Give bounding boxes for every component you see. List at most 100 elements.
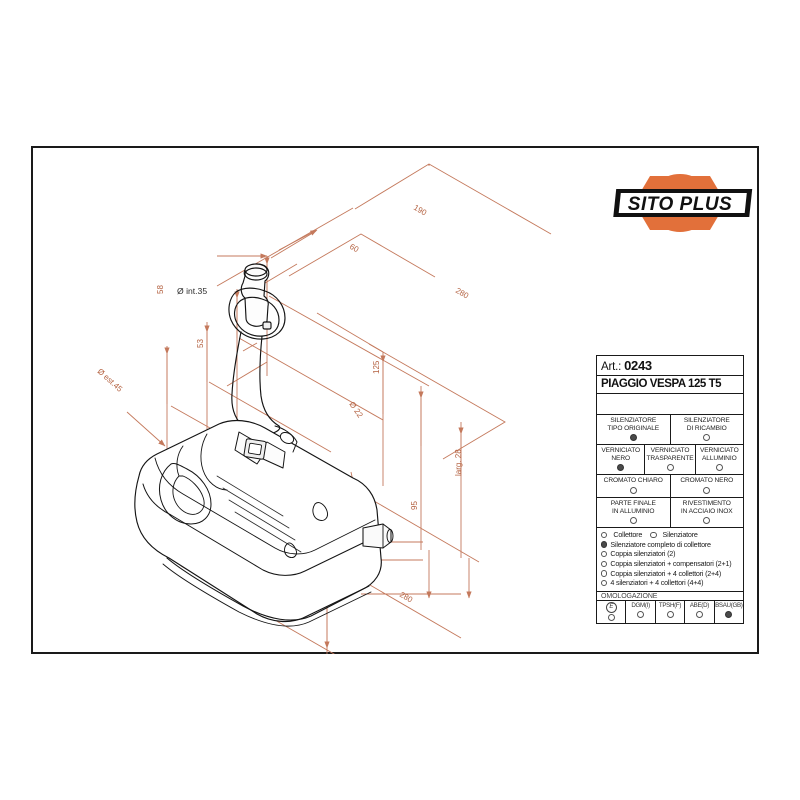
option-silenziatore-completo-di-collettore[interactable]: Silenziatore completo di collettore [601,540,740,550]
omologazione-abe-d[interactable]: ABE(D) [685,599,715,623]
radio-omologazione-tpsh-f[interactable] [666,610,674,618]
option-coppia-silenziatori-compensatori[interactable]: Coppia silenziatori + compensatori (2+1) [601,559,740,569]
omologazione-e[interactable]: E [597,599,627,623]
dim-label-280-upper: 280 [454,286,471,301]
option-verniciato-alluminio[interactable]: VERNICIATO ALLUMINIO [696,445,743,474]
sito-plus-logo: SITO PLUS [598,172,762,234]
spec-row-finish: VERNICIATO NERO VERNICIATO TRASPARENTE V… [597,445,743,476]
radio-verniciato-nero[interactable] [617,464,625,472]
spec-row-material: PARTE FINALE IN ALLUMINIO RIVESTIMENTO I… [597,497,744,529]
logo-text: SITO PLUS [628,194,732,215]
omologazione-tpsh-f[interactable]: TPSH(F) [655,599,686,623]
spec-table: Art.: 0243 PIAGGIO VESPA 125 T5 SILENZIA… [596,355,744,624]
option-collettore[interactable]: Collettore [601,530,642,540]
radio-coppia-silenziatori-4-collettori[interactable] [601,570,608,577]
option-silenziatore[interactable]: Silenziatore [650,530,698,540]
omologazione-dgm-i[interactable]: DGM(I) [626,599,656,623]
dim-label-larg-28: larg. 28 [454,449,463,476]
radio-silenziatore[interactable] [650,531,657,539]
radio-omologazione-abe-d[interactable] [695,610,703,618]
option-rivestimento-in-acciaio-inox[interactable]: RIVESTIMENTO IN ACCIAIO INOX [671,498,744,527]
omologazione-label: BSAU(GB) [715,601,743,609]
radio-silenziatore-tipo-originale[interactable] [629,434,637,442]
dim-label-125: 125 [372,360,381,374]
label-line-2: DI RICAMBIO [686,424,727,432]
radio-silenziatore-di-ricambio[interactable] [703,434,711,442]
option-verniciato-trasparente[interactable]: VERNICIATO TRASPARENTE [645,445,696,475]
article-cell: Art.: 0243 [597,356,743,375]
label-line-2: NERO [611,454,631,462]
radio-silenziatore-completo-di-collettore[interactable] [601,541,608,548]
radio-verniciato-alluminio[interactable] [715,464,723,472]
model-name: PIAGGIO VESPA 125 T5 [601,378,722,390]
option-label: 4 silenziatori + 4 collettori (4+4) [610,578,704,588]
omologazione-label: ABE(D) [689,601,709,609]
spec-row-options: Collettore Silenziatore Silenziatore com… [597,528,743,592]
radio-omologazione-bsau-gb[interactable] [725,610,733,618]
muffler-illustration [134,263,394,627]
label-line-1: CROMATO NERO [680,477,734,485]
label-line-1: VERNICIATO [699,447,739,455]
technical-drawing: Ø int.35 190 60 58 53 280 125 Ø 22 Ø est… [96,163,552,654]
spec-row-model: PIAGGIO VESPA 125 T5 [597,376,743,394]
option-coppia-silenziatori-2[interactable]: Coppia silenziatori (2) [601,549,740,559]
spec-row-type: SILENZIATORE TIPO ORIGINALE SILENZIATORE… [597,415,744,446]
spec-row-article: Art.: 0243 [597,356,743,376]
option-cromato-chiaro[interactable]: CROMATO CHIARO [597,475,671,497]
radio-verniciato-trasparente[interactable] [666,464,674,472]
article-label: Art.: [601,361,622,373]
option-collettore-label: Collettore [613,530,643,540]
option-label: Coppia silenziatori + 4 collettori (2+4) [610,568,722,578]
label-line-2: TIPO ORIGINALE [607,424,660,432]
label-line-1: RIVESTIMENTO [682,499,731,507]
option-label: Coppia silenziatori + compensatori (2+1) [610,558,732,568]
dim-label-190: 190 [412,203,429,218]
label-line-1: PARTE FINALE [610,499,656,507]
option-label: Coppia silenziatori (2) [610,549,676,559]
radio-omologazione-e[interactable] [607,613,615,621]
dim-label-58: 58 [156,285,165,294]
dim-label-53: 53 [196,339,205,348]
label-line-1: CROMATO CHIARO [603,477,663,485]
radio-cromato-chiaro[interactable] [629,486,637,494]
label-line-1: SILENZIATORE [610,417,657,424]
spec-row-omologazione: OMOLOGAZIONE E DGM(I) TPSH(F) ABE(D) [597,592,744,623]
omologazione-label: DGM(I) [631,601,650,609]
radio-omologazione-dgm-i[interactable] [637,610,645,618]
label-line-2: TRASPARENTE [646,454,694,462]
radio-rivestimento-in-acciaio-inox[interactable] [703,517,711,525]
options-list: Collettore Silenziatore Silenziatore com… [597,528,743,591]
e-mark-label: E [605,601,617,613]
omologazione-title: OMOLOGAZIONE [601,592,658,600]
dim-label-outer-diameter: Ø est.45 [96,367,125,394]
omologazione-bsau-gb[interactable]: BSAU(GB) [714,599,744,623]
option-parte-finale-in-alluminio[interactable]: PARTE FINALE IN ALLUMINIO [597,497,671,528]
radio-cromato-nero[interactable] [703,486,711,494]
article-number: 0243 [624,358,652,373]
radio-coppia-silenziatori-compensatori[interactable] [601,560,608,567]
dim-label-inlet-inner-diameter: Ø int.35 [177,286,207,296]
dim-label-outlet-diameter: Ø 22 [347,400,365,420]
label-line-1: SILENZIATORE [683,417,730,424]
option-silenziatore-tipo-originale[interactable]: SILENZIATORE TIPO ORIGINALE [597,415,671,445]
omologazione-label: TPSH(F) [658,601,682,609]
option-verniciato-nero[interactable]: VERNICIATO NERO [597,445,646,475]
radio-coppia-silenziatori-2[interactable] [601,550,608,558]
label-line-2: IN ACCIAIO INOX [680,507,733,515]
dim-label-95: 95 [410,501,419,510]
radio-4-silenziatori-4-collettori[interactable] [601,579,608,587]
option-label: Silenziatore completo di collettore [610,539,711,549]
option-row-collettore-silenziatore: Collettore Silenziatore [601,530,740,540]
dim-label-60: 60 [348,242,361,255]
omologazione-grid: E DGM(I) TPSH(F) ABE(D) BSAU(GB) [597,599,744,623]
option-silenziatore-di-ricambio[interactable]: SILENZIATORE DI RICAMBIO [671,415,744,444]
label-line-1: VERNICIATO [601,447,641,455]
option-4-silenziatori-4-collettori[interactable]: 4 silenziatori + 4 collettori (4+4) [601,578,740,588]
spec-row-blank [597,394,743,415]
radio-parte-finale-in-alluminio[interactable] [629,517,637,525]
option-cromato-nero[interactable]: CROMATO NERO [671,475,744,497]
option-coppia-silenziatori-4-collettori[interactable]: Coppia silenziatori + 4 collettori (2+4) [601,569,740,579]
label-line-2: ALLUMINIO [701,454,737,462]
radio-collettore[interactable] [601,531,608,539]
